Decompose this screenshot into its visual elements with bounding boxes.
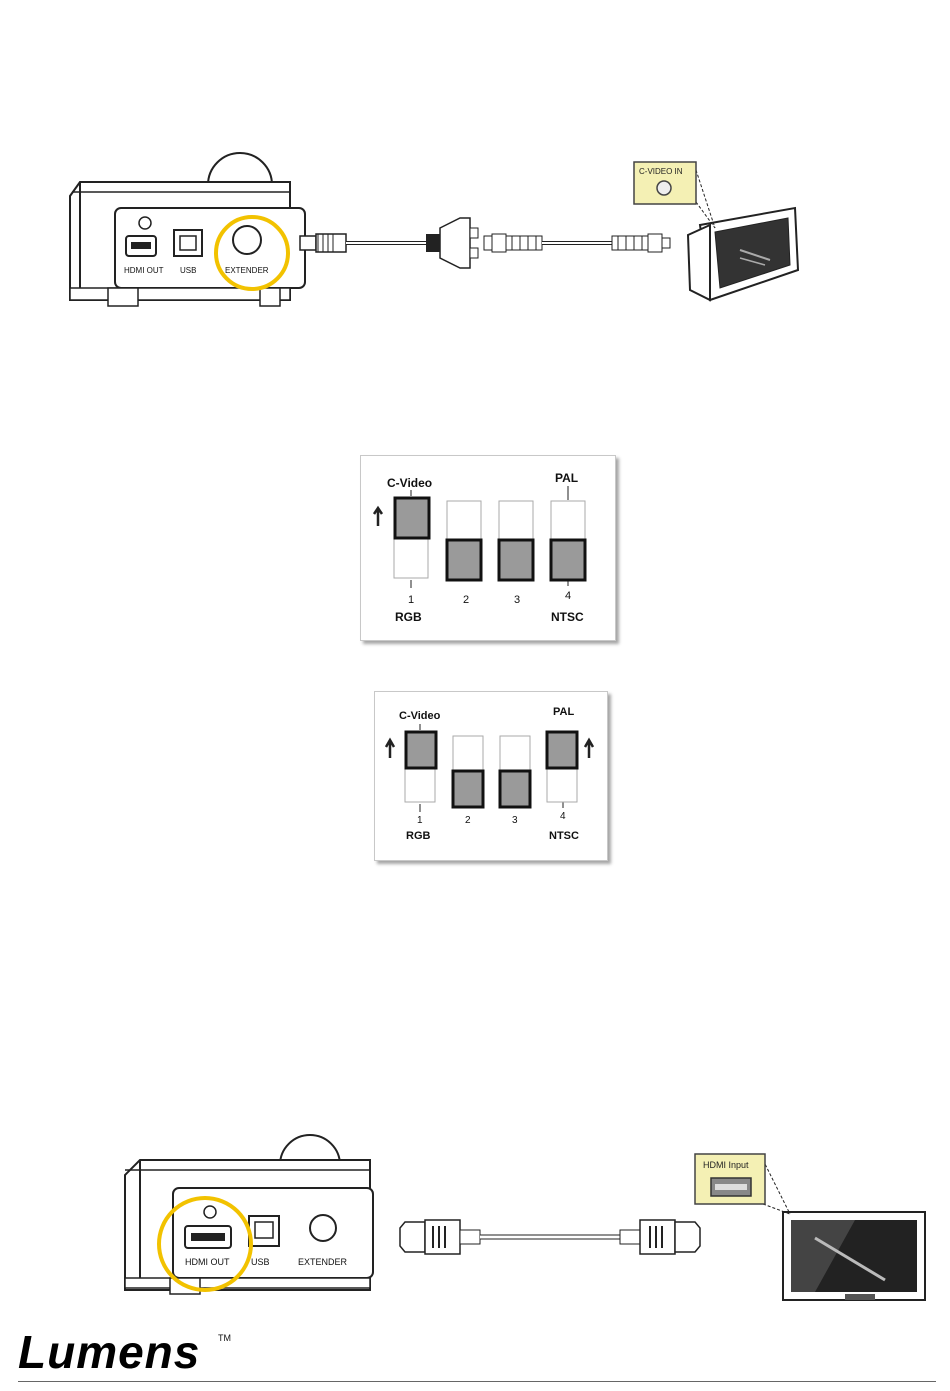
hdmi-cable (400, 1220, 700, 1254)
dip-switches-1 (361, 456, 615, 640)
switch-2-knob (447, 540, 481, 580)
switch-3-knob (500, 771, 530, 807)
port-label-extender: EXTENDER (225, 266, 269, 275)
cvideo-in-label: C-VIDEO IN (639, 167, 683, 176)
dip-switch-panel-2: C-Video PAL RGB NTSC 1 2 3 4 (374, 691, 608, 861)
device-rear-view (125, 1135, 375, 1294)
switch-4-knob (551, 540, 585, 580)
hdmi-connection-diagram: HDMI OUT USB EXTENDER HDMI Input (115, 1130, 935, 1305)
flat-screen-tv (783, 1212, 925, 1300)
switch-2-knob (453, 771, 483, 807)
arrow-up-icon (374, 508, 382, 526)
arrow-up-icon (585, 740, 593, 758)
hdmi-input-label: HDMI Input (703, 1160, 749, 1170)
switch-1-knob (395, 498, 429, 538)
arrow-up-icon (386, 740, 394, 758)
switch-3-knob (499, 540, 533, 580)
footer-divider (18, 1381, 936, 1382)
switch-1-knob (406, 732, 436, 768)
lumens-logo: Lumens (18, 1325, 200, 1379)
port-label-usb: USB (251, 1257, 270, 1267)
switch-4-knob (547, 732, 577, 768)
dip-switch-panel-1: C-Video PAL RGB NTSC 1 2 3 4 (360, 455, 616, 641)
trademark-mark: TM (218, 1333, 231, 1343)
dip-switches-2 (375, 692, 607, 860)
cvideo-cable (300, 218, 670, 268)
port-label-extender: EXTENDER (298, 1257, 348, 1267)
crt-monitor (688, 208, 798, 300)
cvideo-connection-diagram: HDMI OUT USB EXTENDER C-VID (60, 140, 820, 310)
port-label-hdmi: HDMI OUT (185, 1257, 230, 1267)
cvideo-in-jack (657, 181, 671, 195)
port-label-usb: USB (180, 266, 196, 275)
port-label-hdmi: HDMI OUT (124, 266, 164, 275)
